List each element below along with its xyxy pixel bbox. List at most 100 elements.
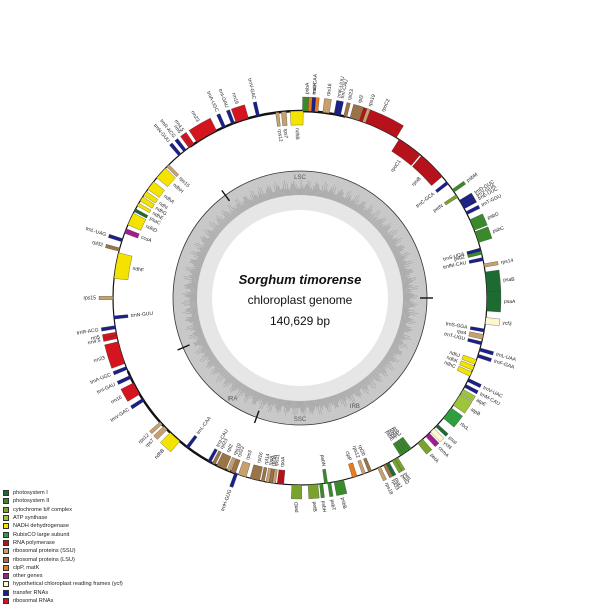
legend-label: hypothetical chloroplast reading frames … — [13, 581, 123, 587]
gene-block-rps4 — [469, 332, 484, 340]
legend-label: NADH dehydrogenase — [13, 523, 69, 529]
gene-label: psbM — [466, 172, 479, 184]
gene-label: trnC-GCA — [415, 191, 437, 210]
gene-block-psbm — [452, 181, 465, 192]
gene-block-trni-gau — [117, 376, 131, 385]
gene-block-peta — [418, 439, 432, 454]
gene-label: ccsA — [140, 235, 153, 245]
gene-block-psbh — [320, 484, 325, 498]
legend-swatch — [3, 498, 9, 504]
legend-item: photosystem I — [3, 489, 163, 497]
legend-item: ATP synthase — [3, 514, 163, 522]
gene-block-psbd — [470, 214, 488, 230]
gene-block-rps12 — [358, 460, 366, 474]
gene-block-rps7 — [281, 112, 287, 126]
region-label-irb: IRB — [350, 404, 360, 410]
gene-block-rps3 — [238, 461, 250, 477]
gene-label: trnN-GUU — [131, 311, 154, 319]
gene-block-rps14 — [484, 261, 498, 267]
gene-label: ndhF — [132, 266, 144, 274]
gene-block-psbt — [328, 482, 334, 496]
gene-block-trnv-gac — [253, 102, 259, 116]
gene-label: rps15 — [83, 295, 96, 301]
legend-swatch — [3, 548, 9, 554]
gene-label: rps7 — [282, 128, 289, 138]
gene-block-rrn23 — [105, 342, 125, 369]
gene-block-trnl-uaa — [479, 348, 493, 355]
gene-label: trnL-UAG — [85, 226, 107, 238]
gene-block-rpoa — [277, 470, 285, 485]
gene-block-ndhb — [290, 111, 303, 125]
gene-block-trna-ugc — [217, 114, 226, 128]
gene-label: rrn16 — [230, 92, 239, 105]
gene-label: rps19 — [367, 93, 377, 107]
legend-swatch — [3, 490, 9, 496]
legend-item: clpP, matK — [3, 564, 163, 572]
gene-label: psbH — [320, 500, 327, 513]
gene-label: rpoC2 — [381, 98, 392, 113]
gene-block-trnr-acg — [101, 326, 115, 332]
legend-item: RNA polymerase — [3, 539, 163, 547]
legend-swatch — [3, 523, 9, 529]
gene-block-trnl-uag — [108, 234, 122, 242]
legend-swatch — [3, 507, 9, 513]
legend-label: ATP synthase — [13, 515, 47, 521]
gene-block-psaa — [487, 291, 501, 312]
gene-block-psbb — [334, 480, 347, 496]
gene-block-rps16 — [323, 98, 332, 113]
gene-block-rps15 — [99, 296, 113, 300]
legend-item: photosystem II — [3, 497, 163, 505]
gene-block-trnv-gac — [130, 398, 144, 408]
legend-item: ribosomal RNAs — [3, 597, 163, 605]
gene-label: trnI-GAU — [217, 88, 230, 109]
gene-label: rpoC1 — [390, 159, 403, 174]
legend-item: cytochrome b/f complex — [3, 506, 163, 514]
legend-label: photosystem I — [13, 490, 48, 496]
gene-block-trnfm-cau — [469, 258, 483, 264]
gene-label: rpl2 — [357, 94, 365, 104]
gene-label: rps3 — [245, 449, 254, 460]
gene-block-rpl23 — [344, 103, 351, 117]
gene-label: psbN — [319, 454, 327, 467]
legend-swatch — [3, 590, 9, 596]
legend-label: other genes — [13, 573, 43, 579]
legend-label: photosystem II — [13, 498, 49, 504]
gene-block-clpp — [348, 463, 357, 478]
gene-block-rpl16 — [250, 465, 263, 481]
gene-label: psbT — [329, 499, 337, 511]
species-name: Sorghum timorense — [239, 272, 362, 287]
gene-block-rpl32 — [105, 244, 119, 251]
gene-label: psbA — [304, 82, 310, 94]
gene-label: psbB — [339, 497, 347, 510]
gene-label: petD — [294, 502, 300, 513]
gene-label: trnA-UGC — [205, 90, 220, 113]
gene-block-trnf-gaa — [477, 354, 491, 362]
genome-subtitle: chloroplast genome — [248, 293, 353, 307]
legend-item: ribosomal proteins (LSU) — [3, 555, 163, 563]
gene-label: psbD — [487, 211, 500, 221]
gene-block-trnt-ugu — [467, 338, 481, 344]
gene-label: petA — [429, 453, 441, 465]
gene-label: rrn16 — [110, 394, 123, 405]
gene-label: rps16 — [326, 83, 334, 96]
legend-label: ribosomal proteins (LSU) — [13, 557, 75, 563]
gene-label: rbcL — [459, 421, 471, 432]
gene-label: rpl32 — [91, 240, 104, 249]
gene-block-trns-gga — [470, 327, 484, 333]
legend-swatch — [3, 581, 9, 587]
gene-label: trnL-CAA — [312, 73, 319, 95]
legend: photosystem I photosystem II cytochrome b/… — [3, 489, 163, 605]
region-label-ssc: SSC — [294, 417, 307, 423]
legend-swatch — [3, 598, 9, 604]
legend-label: RubisCO large subunit — [13, 532, 69, 538]
gene-block-psab — [485, 270, 501, 291]
legend-label: RNA polymerase — [13, 540, 55, 546]
gene-block-petd — [291, 485, 302, 499]
gene-label: trnI-GAU — [96, 382, 117, 396]
legend-label: transfer RNAs — [13, 590, 48, 596]
gene-label: psbC — [492, 225, 505, 235]
legend-label: clpP, matK — [13, 565, 39, 571]
gene-label: trnV-GAC — [110, 407, 132, 424]
gene-block-petn — [444, 195, 457, 205]
legend-item: RubisCO large subunit — [3, 530, 163, 538]
